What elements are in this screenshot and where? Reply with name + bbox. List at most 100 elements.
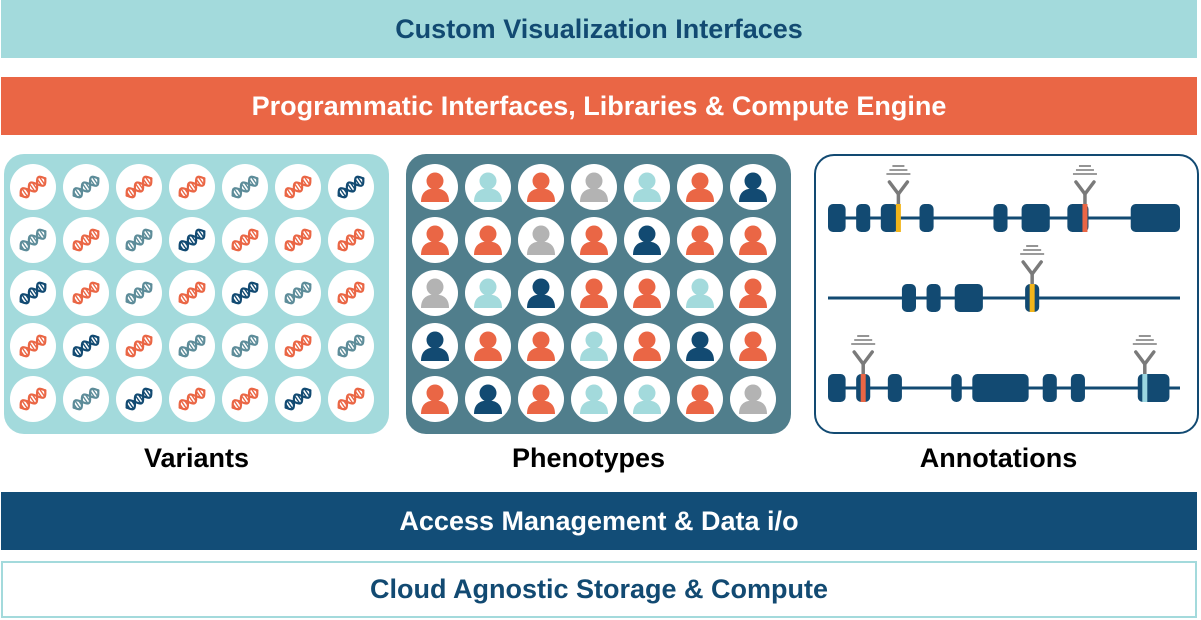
grid-cell [169,217,215,263]
person-icon [421,384,449,414]
antibody-icon [1021,260,1043,277]
grid-cell [465,270,511,316]
grid-cell [116,270,162,316]
person-icon [527,384,555,414]
grid-cell [730,270,776,316]
antibody-icon [1134,350,1156,367]
grid-cell [624,376,670,422]
grid-cell [328,270,374,316]
exon-block [1130,204,1180,232]
grid-cell [571,376,617,422]
person-icon [739,384,767,414]
grid-cell [116,323,162,369]
dna-icon [72,175,100,199]
person-icon [739,278,767,308]
grid-cell [169,376,215,422]
person-icon [739,172,767,202]
exon-block [926,284,941,312]
exon-block [1021,204,1050,232]
grid-cell [169,270,215,316]
exon-block [1070,374,1085,402]
grid-cell [624,323,670,369]
variant-marker [860,374,866,402]
person-icon [633,172,661,202]
person-icon [633,384,661,414]
dna-icon [231,175,259,199]
dna-icon [284,228,312,252]
grid-cell [730,217,776,263]
grid-cell [571,323,617,369]
grid-cell [571,217,617,263]
person-icon [527,225,555,255]
grid-cell [10,217,56,263]
exon-block [887,374,902,402]
grid-cell [63,270,109,316]
grid-cell [63,376,109,422]
exon-block [856,204,871,232]
grid-cell [677,376,723,422]
grid-cell [518,323,564,369]
programmatic-layer-label: Programmatic Interfaces, Libraries & Com… [251,90,947,121]
dna-icon [284,281,312,305]
phenotypes-label: Phenotypes [511,442,666,473]
variant-marker [1029,284,1035,312]
dna-icon [337,387,365,411]
grid-cell [624,164,670,210]
dna-icon [125,387,153,411]
dna-icon [125,334,153,358]
grid-cell [328,164,374,210]
grid-cell [10,164,56,210]
exon-block [919,204,934,232]
dna-icon [19,387,47,411]
dna-icon [125,281,153,305]
person-icon [686,172,714,202]
grid-cell [275,164,321,210]
grid-cell [10,376,56,422]
antibody-icon [887,180,910,197]
person-icon [686,225,714,255]
grid-cell [328,323,374,369]
dna-icon [72,228,100,252]
grid-cell [677,217,723,263]
grid-cell [222,323,268,369]
person-icon [474,278,502,308]
person-icon [474,172,502,202]
dna-icon [72,334,100,358]
person-icon [421,225,449,255]
person-icon [421,172,449,202]
annotations-label: Annotations [919,442,1078,473]
grid-cell [63,323,109,369]
person-icon [474,384,502,414]
exon-block [993,204,1008,232]
person-icon [580,225,608,255]
antibody-icon [852,350,874,367]
person-icon [633,278,661,308]
person-icon [580,172,608,202]
person-icon [474,225,502,255]
grid-cell [518,270,564,316]
grid-cell [116,217,162,263]
dna-icon [337,281,365,305]
dna-icon [231,228,259,252]
dna-icon [337,334,365,358]
person-icon [474,331,502,361]
dna-icon [337,228,365,252]
person-icon [580,384,608,414]
annotations-panel [814,154,1199,434]
grid-cell [465,376,511,422]
dna-icon [231,334,259,358]
grid-cell [571,270,617,316]
grid-cell [275,217,321,263]
person-icon [686,278,714,308]
grid-cell [730,323,776,369]
grid-cell [730,376,776,422]
variants-panel [4,154,389,434]
exon-block [972,374,1029,402]
access-layer-bar: Access Management & Data i/o [1,492,1197,550]
person-icon [421,331,449,361]
dna-icon [72,281,100,305]
person-icon [633,331,661,361]
visualization-layer-bar: Custom Visualization Interfaces [1,0,1197,58]
dna-icon [231,387,259,411]
grid-cell [465,323,511,369]
